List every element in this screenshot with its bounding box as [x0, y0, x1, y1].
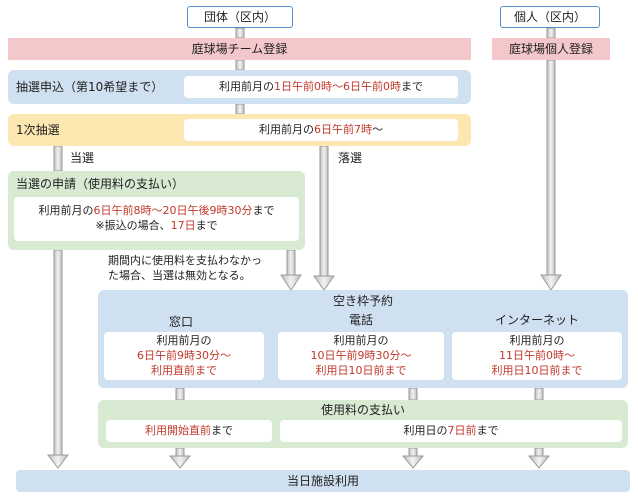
fee-payment-right: 利用日の7日前まで: [280, 420, 622, 442]
note-line1: 期間内に使用料を支払わなかっ: [108, 254, 262, 267]
line2-suffix: まで: [195, 219, 218, 232]
line2-highlight: 17日: [170, 219, 196, 232]
lottery-application-period: 利用前月の1日午前0時〜6日午前0時まで: [184, 76, 458, 98]
phone-line3: 利用日10日前まで: [315, 364, 407, 377]
fee-payment-panel: 使用料の支払い 利用開始直前まで 利用日の7日前まで: [98, 400, 628, 448]
arrow-win: [53, 145, 63, 172]
win-application-period: 利用前月の6日午前8時〜20日午後9時30分まで ※振込の場合、17日まで: [14, 197, 299, 241]
line1-suffix: まで: [252, 204, 275, 217]
phone-line2: 10日午前9時30分〜: [310, 349, 412, 362]
fee-left-suffix: まで: [211, 424, 233, 437]
note-line2: た場合、当選は無効となる。: [108, 269, 251, 282]
fee-right-highlight: 7日前: [447, 424, 477, 437]
channel-counter-box: 利用前月の 6日午前9時30分〜 利用直前まで: [104, 332, 264, 380]
period-suffix: 〜: [372, 123, 383, 136]
internet-line1: 利用前月の: [509, 334, 565, 347]
first-lottery-period: 利用前月の6日午前7時〜: [184, 119, 458, 141]
win-label: 当選: [70, 151, 95, 165]
channel-phone-name: 電話: [348, 313, 373, 327]
phone-line1: 利用前月の: [333, 334, 389, 347]
header-group: 団体（区内）: [187, 6, 293, 28]
period-highlight: 6日午前7時: [314, 123, 372, 136]
fee-left-highlight: 利用開始直前: [145, 424, 211, 437]
period-highlight: 1日午前0時〜6日午前0時: [274, 80, 401, 93]
channel-internet-name: インターネット: [494, 313, 579, 327]
internet-line2: 11日午前0時〜: [499, 349, 575, 362]
counter-line3: 利用直前まで: [151, 364, 217, 377]
win-application-panel: 当選の申請（使用料の支払い） 利用前月の6日午前8時〜20日午後9時30分まで …: [8, 171, 305, 250]
arrow-win-to-final: [53, 249, 63, 456]
first-lottery-label: 1次抽選: [16, 123, 60, 137]
lottery-application-panel: 抽選申込（第10希望まで） 利用前月の1日午前0時〜6日午前0時まで: [8, 70, 471, 104]
fee-right-prefix: 利用日の: [403, 424, 448, 437]
vacancy-title: 空き枠予約: [332, 294, 393, 308]
fee-payment-title: 使用料の支払い: [320, 403, 405, 417]
connector-group: [235, 27, 245, 39]
arrow-individual-to-vacancy: [546, 59, 556, 276]
line2-prefix: ※振込の場合、: [95, 219, 171, 232]
line1-highlight: 6日午前8時〜20日午後9時30分: [93, 204, 253, 217]
unpaid-note: 期間内に使用料を支払わなかっ た場合、当選は無効となる。: [108, 253, 262, 283]
individual-registration: 庭球場個人登録: [492, 38, 610, 60]
fee-right-suffix: まで: [476, 424, 499, 437]
lose-label: 落選: [338, 151, 363, 165]
arrow-unpaid: [286, 249, 296, 276]
arrow-lose: [319, 145, 329, 277]
line1-prefix: 利用前月の: [38, 204, 94, 217]
channel-internet-box: 利用前月の 11日午前0時〜 利用日10日前まで: [452, 332, 622, 380]
connector-individual: [546, 27, 556, 39]
header-individual: 個人（区内）: [500, 6, 600, 28]
fee-payment-left: 利用開始直前まで: [106, 420, 272, 442]
lottery-application-label: 抽選申込（第10希望まで）: [16, 80, 164, 94]
same-day-use: 当日施設利用: [16, 470, 630, 492]
channel-phone-box: 利用前月の 10日午前9時30分〜 利用日10日前まで: [278, 332, 444, 380]
period-prefix: 利用前月の: [219, 80, 274, 93]
vacancy-reservation-panel: 空き枠予約 窓口 利用前月の 6日午前9時30分〜 利用直前まで 電話 利用前月…: [98, 290, 628, 388]
internet-line3: 利用日10日前まで: [491, 364, 583, 377]
period-prefix: 利用前月の: [259, 123, 314, 136]
channel-counter-name: 窓口: [168, 315, 193, 329]
counter-line2: 6日午前9時30分〜: [137, 349, 231, 362]
team-registration: 庭球場チーム登録: [8, 38, 471, 60]
win-application-label: 当選の申請（使用料の支払い）: [16, 177, 185, 191]
counter-line1: 利用前月の: [156, 334, 212, 347]
first-lottery-panel: 1次抽選 利用前月の6日午前7時〜: [8, 114, 471, 146]
period-suffix: まで: [401, 80, 423, 93]
